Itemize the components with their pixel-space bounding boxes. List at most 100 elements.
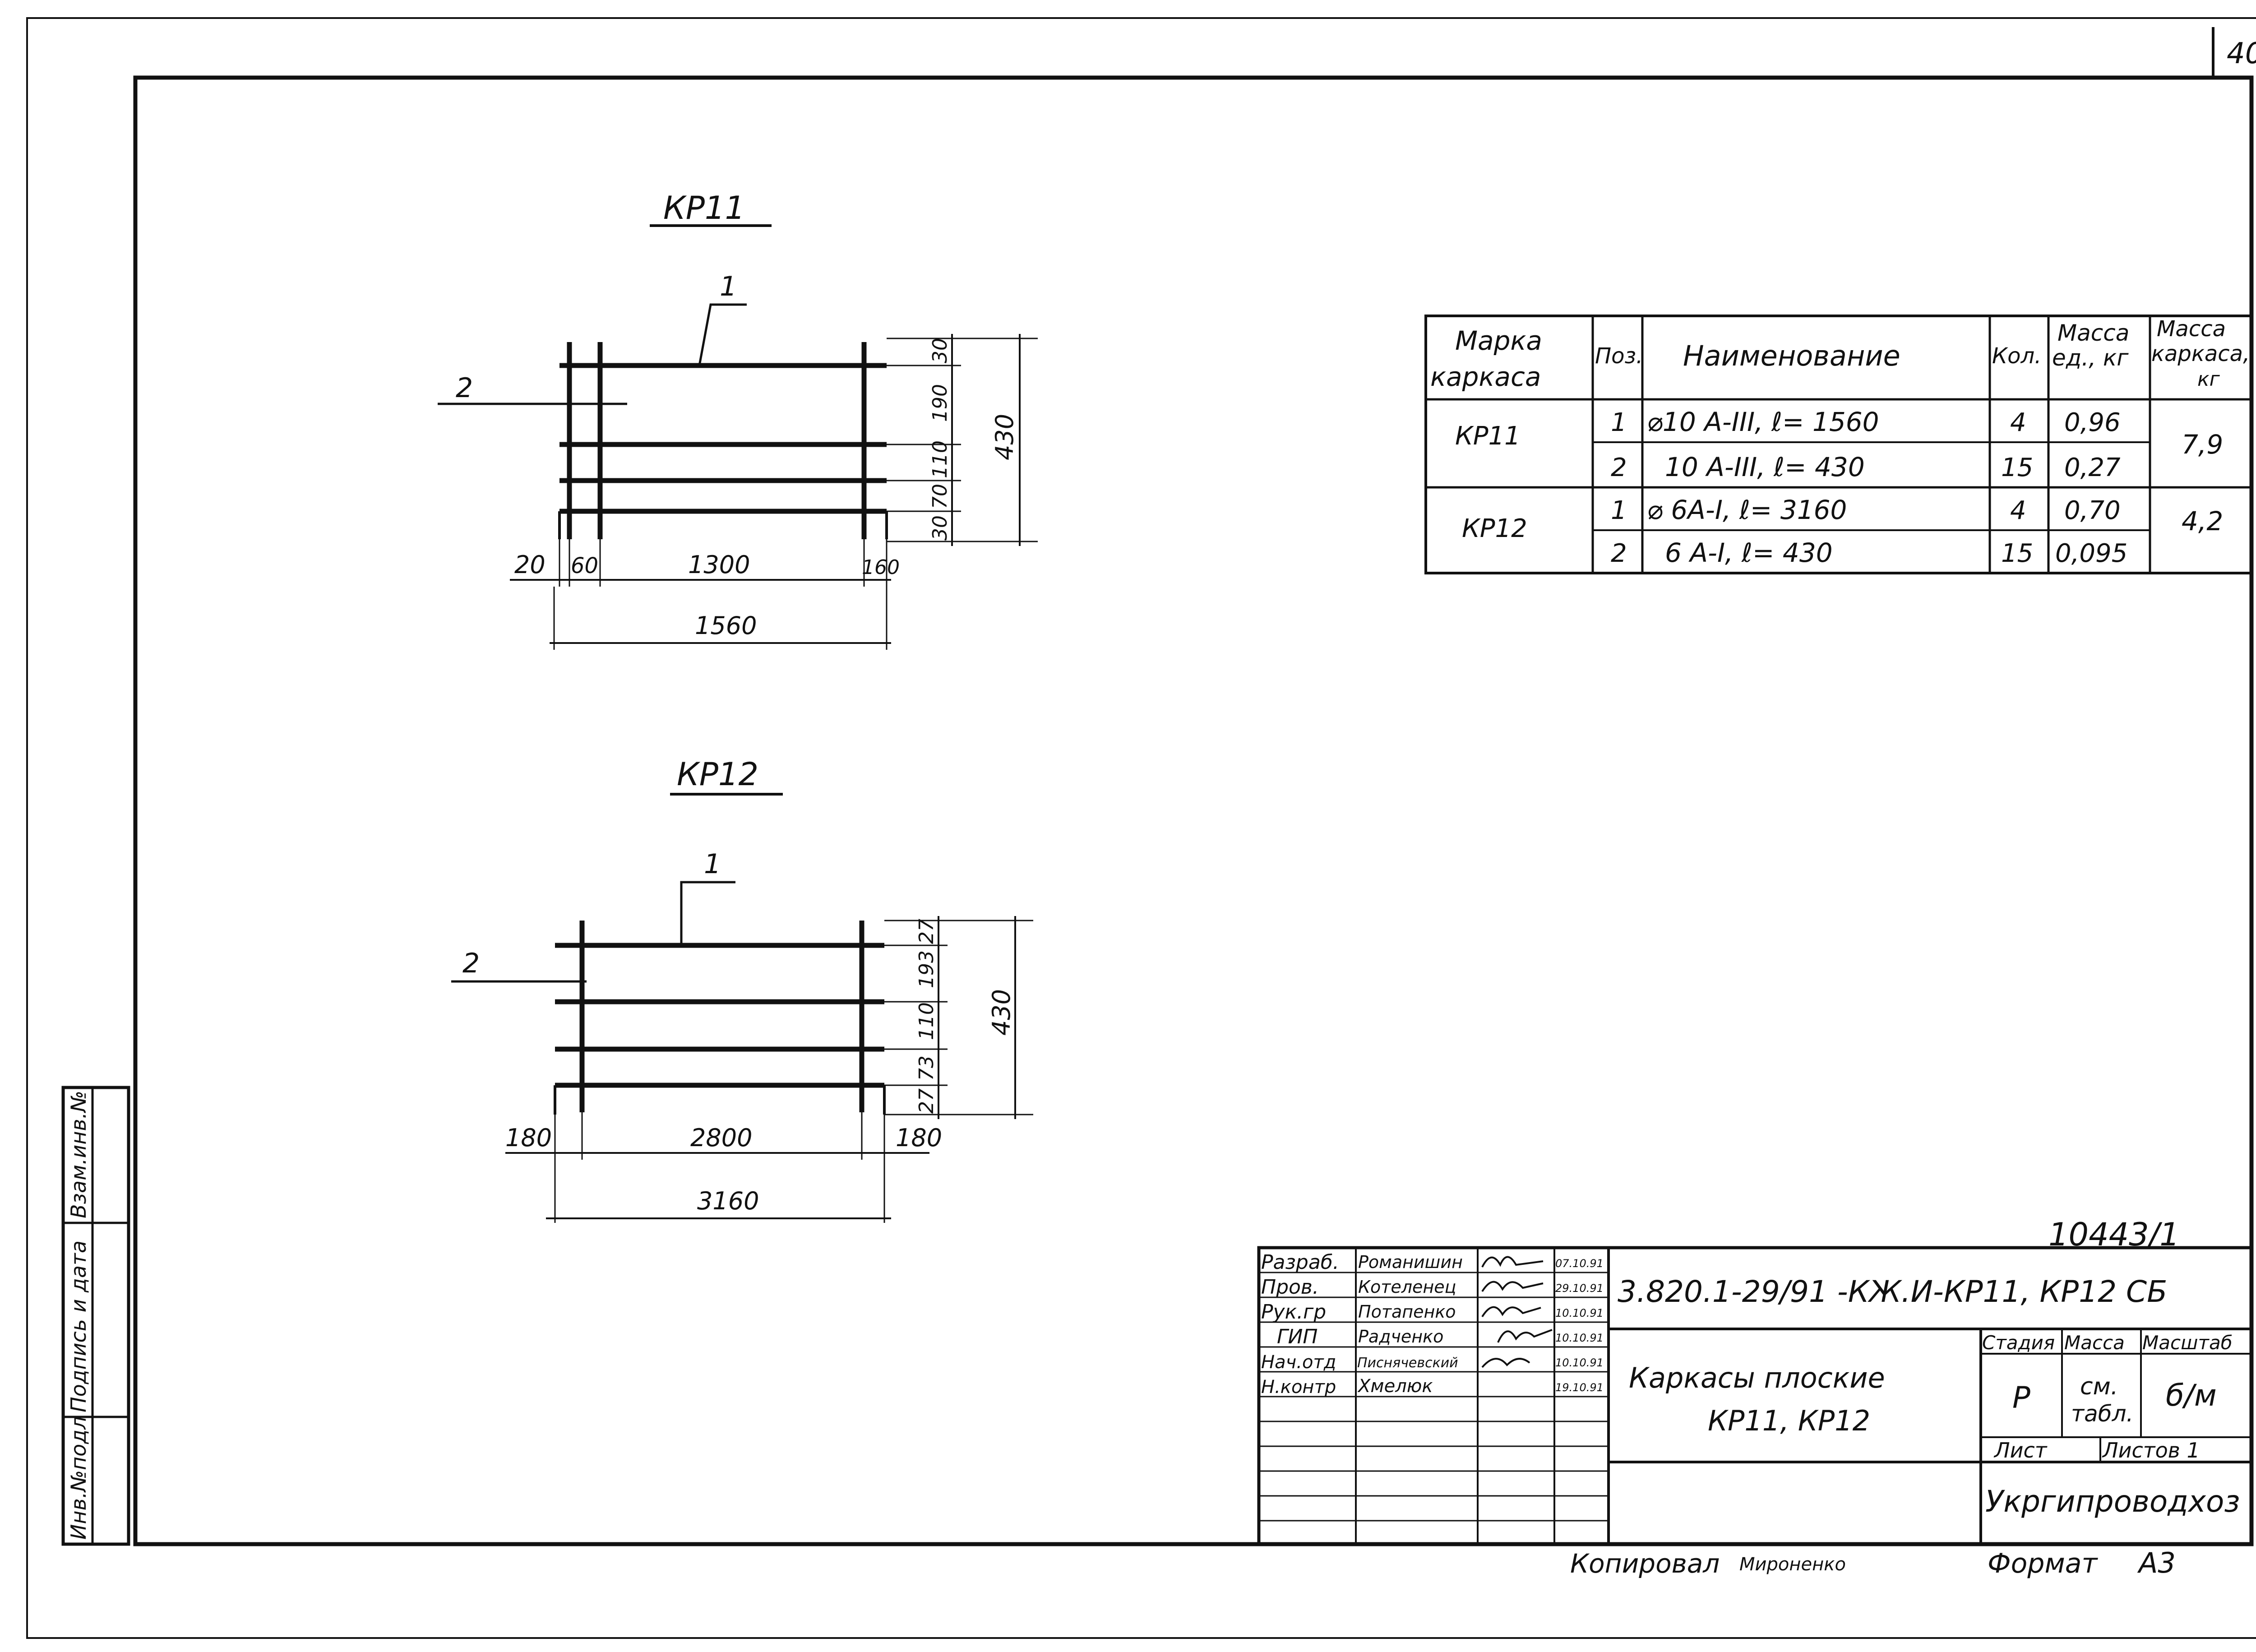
kp12-callout-pos1: 1 [704,848,721,880]
tb-role-2: Рук.гр [1261,1300,1326,1323]
kp12-title: КР12 [677,756,758,793]
spec-header-frame-mass-3: кг [2197,368,2220,391]
tb-scale-value: б/м [2166,1378,2217,1413]
tb-date-1: 29.10.91 [1555,1282,1604,1295]
tb-title-line1: Каркасы плоские [1629,1361,1885,1394]
spec-kp12-r2-pos: 2 [1611,539,1627,568]
inner-frame [133,75,2254,1546]
kp12-dim-span: 2800 [690,1124,752,1152]
spec-table: Марка каркаса Поз. Наименование Кол. Мас… [1424,315,2253,574]
spec-kp11-r2-name: 10 A-III, ℓ= 430 [1665,452,1865,482]
spec-header-frame-mass-1: Масса [2157,316,2226,342]
spec-header-frame-mass-2: каркаса, [2151,341,2250,366]
spec-header-mark-1: Марка [1455,325,1542,356]
outer-border [26,17,2256,1639]
sheet-number: 40 [2227,37,2256,70]
tb-name-2: Потапенко [1358,1302,1456,1322]
kp11-dim-total-height: 430 [990,414,1019,460]
spec-kp11-r1-qty: 4 [2010,408,2026,437]
kp12-dim-v-0: 27 [915,919,938,944]
kp11-longitudinal-bars [559,363,887,514]
kp12-dim-v-3: 73 [915,1055,938,1081]
spec-kp12-r1-pos: 1 [1611,496,1627,525]
tb-stage-label: Стадия [1982,1332,2055,1354]
tb-stage-value: Р [2012,1380,2030,1415]
spec-kp11-r1-pos: 1 [1611,408,1627,437]
kp12-dim-left-offset: 180 [505,1124,552,1152]
spec-kp11-r2-pos: 2 [1611,453,1627,482]
spec-kp12-r2-qty: 15 [2001,539,2033,568]
kp12-dim-total-length: 3160 [697,1187,759,1215]
kp11-dim-v-4: 30 [929,515,952,541]
spec-kp11-r2-qty: 15 [2001,453,2033,482]
tb-name-3: Радченко [1358,1327,1443,1347]
spec-kp12-r1-name: ⌀ 6A-I, ℓ= 3160 [1647,495,1847,525]
spec-kp11-frame-mass: 7,9 [2182,429,2223,460]
kp11-title: КР11 [663,190,745,227]
kp11-dim-left-offset: 60 [571,553,598,578]
spec-kp12-r1-unit-mass: 0,70 [2064,496,2121,525]
spec-header-unit-mass-2: ед., кг [2052,345,2129,371]
kp12-dim-v-1: 193 [915,950,938,988]
tb-role-4: Нач.отд [1261,1352,1336,1373]
footer-format-label: Формат [1988,1548,2098,1579]
tb-mass-value-2: табл. [2071,1401,2133,1427]
side-stamp-inv-podl: Инв.№подл [66,1416,91,1540]
kp11-transverse-bars [567,342,867,539]
side-stamp-signature-date: Подпись и дата [66,1240,91,1412]
kp11-dim-left-overhang: 20 [514,551,546,579]
kp12-transverse-bars [579,921,864,1112]
tb-sheet-label: Лист [1993,1438,2048,1462]
footer-copied-signature: Мироненко [1739,1554,1846,1575]
kp11-callout-pos2: 2 [456,372,473,404]
kp12-dim-v-2: 110 [915,1002,938,1040]
tb-scale-label: Масштаб [2142,1332,2233,1354]
tb-name-1: Котеленец [1358,1277,1456,1297]
spec-kp12-r1-qty: 4 [2010,496,2026,525]
tb-date-4: 10.10.91 [1555,1356,1604,1369]
spec-kp11-r2-unit-mass: 0,27 [2064,453,2121,482]
tb-organization: Укргипроводхоз [1985,1484,2240,1519]
footer-format-value: А3 [2137,1546,2176,1579]
spec-kp11-r1-unit-mass: 0,96 [2064,408,2121,437]
kp12-callout-pos2: 2 [462,948,480,979]
kp11-callout-pos1: 1 [720,271,737,302]
tb-signatures [1481,1256,1553,1368]
kp12-longitudinal-bars [555,943,884,1088]
tb-date-5: 19.10.91 [1555,1381,1604,1394]
spec-kp12-frame-mass: 4,2 [2182,506,2223,537]
kp11-dim-v-0: 30 [929,338,952,363]
kp11-drawing: КР11 1 2 30 190 110 [438,190,1038,650]
tb-mass-label: Масса [2064,1332,2125,1354]
kp11-dim-span: 1300 [688,551,750,579]
kp11-dim-v-1: 190 [929,384,952,422]
tb-date-3: 10.10.91 [1555,1332,1604,1344]
kp12-dim-right-offset: 180 [896,1124,942,1152]
kp12-dim-v-4: 27 [915,1088,938,1114]
kp12-dim-total-height: 430 [987,989,1016,1036]
spec-kp12-r2-unit-mass: 0,095 [2055,539,2127,568]
kp12-drawing: КР12 1 2 27 193 110 73 27 430 [451,756,1033,1223]
tb-name-0: Романишин [1358,1252,1463,1272]
tb-sheets-label: Листов 1 [2102,1438,2200,1462]
spec-header-unit-mass-1: Масса [2057,320,2129,346]
tb-role-3: ГИП [1277,1325,1318,1348]
tb-name-5: Хмелюк [1357,1376,1433,1397]
tb-date-0: 07.10.91 [1555,1257,1604,1270]
tb-title-line2: КР11, КР12 [1708,1404,1870,1437]
footer-copied-label: Копировал [1570,1548,1720,1579]
tb-document-code: 3.820.1-29/91 -КЖ.И-КР11, КР12 СБ [1618,1274,2167,1309]
tb-date-2: 10.10.91 [1555,1307,1604,1319]
spec-kp11-mark: КР11 [1455,421,1521,451]
side-stamp: Взам.инв.№ Подпись и дата Инв.№подл [61,1086,130,1546]
kp11-dim-right-offset: 160 [862,556,900,579]
spec-kp12-r2-name: 6 A-I, ℓ= 430 [1665,537,1833,568]
tb-mass-value-1: см. [2080,1373,2118,1400]
kp11-dim-total-length: 1560 [695,611,757,640]
tb-role-1: Пров. [1261,1276,1319,1299]
spec-header-pos: Поз. [1595,343,1643,369]
kp11-dim-v-3: 70 [929,484,952,509]
title-block: Разраб. Романишин 07.10.91 Пров. Котелен… [1257,1246,2253,1546]
spec-kp12-mark: КР12 [1462,514,1527,543]
